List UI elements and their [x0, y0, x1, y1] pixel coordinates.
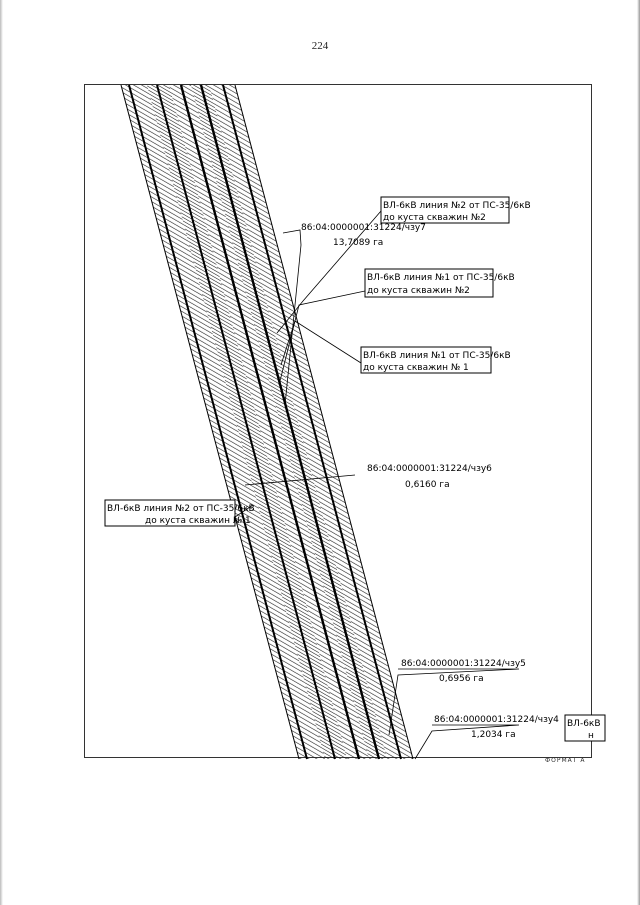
plot-area-chzu5: 0,6956 га [439, 674, 484, 684]
plot-area-chzu6: 0,6160 га [405, 480, 450, 490]
line-label-1-text-1: ВЛ-6кВ линия №2 от ПС-35/6кВ [383, 201, 531, 211]
page-number: 224 [311, 40, 329, 52]
line-label-5: ВЛ-6кВ н [564, 714, 606, 742]
plot-label-chzu7: 86:04:0000001:31224/чзу7 13,7089 га [301, 223, 426, 248]
line-label-4-box [104, 499, 236, 527]
line-label-3-text-1: ВЛ-6кВ линия №1 от ПС-35/6кВ [363, 351, 511, 361]
corridor-edge-left [120, 84, 300, 760]
plot-area-chzu4: 1,2034 га [471, 730, 516, 740]
line-label-2-text-2: до куста скважин №2 [367, 286, 470, 296]
map-frame: ВЛ-6кВ линия №2 от ПС-35/6кВ до куста ск… [84, 84, 606, 760]
line-label-5-text-1: ВЛ-6кВ [567, 719, 601, 729]
corridor-band [120, 84, 414, 760]
plot-id-chzu4: 86:04:0000001:31224/чзу4 [434, 715, 559, 725]
line-label-2-box [364, 268, 494, 298]
corridor-edge-right [234, 84, 414, 760]
plot-id-chzu7: 86:04:0000001:31224/чзу7 [301, 223, 426, 233]
leader-line-plot-7 [282, 229, 302, 406]
plot-area-chzu7: 13,7089 га [333, 238, 383, 248]
line-label-5-text-2: н [588, 731, 594, 741]
line-label-2: ВЛ-6кВ линия №1 от ПС-35/6кВ до куста ск… [364, 268, 515, 298]
power-line-1 [128, 84, 308, 760]
leader-line-label-1 [276, 210, 382, 334]
corridor-strip-outer-left [121, 85, 325, 759]
line-label-3-box [360, 346, 492, 374]
plot-label-chzu4: 86:04:0000001:31224/чзу4 1,2034 га [434, 715, 559, 740]
line-label-4-text-2: до куста скважин № 1 [145, 516, 251, 526]
leader-line-label-4 [234, 504, 254, 518]
line-label-3-text-2: до куста скважин № 1 [363, 363, 469, 373]
plot-label-chzu5: 86:04:0000001:31224/чзу5 0,6956 га [401, 659, 526, 684]
leader-line-plot-5 [388, 668, 520, 736]
format-stamp: ФОРМАТ А [545, 757, 586, 764]
power-line-3 [179, 84, 361, 760]
power-line-5 [222, 84, 402, 760]
line-label-1: ВЛ-6кВ линия №2 от ПС-35/6кВ до куста ск… [380, 196, 531, 224]
leader-lines [234, 210, 520, 760]
line-label-4: ВЛ-6кВ линия №2 от ПС-35/6кВ до куста ск… [104, 499, 255, 527]
leader-line-label-3 [280, 320, 362, 366]
line-label-1-box [380, 196, 510, 224]
scan-edge-left [0, 0, 3, 905]
line-label-5-box [564, 714, 606, 742]
power-line-2 [156, 84, 336, 760]
plot-id-chzu5: 86:04:0000001:31224/чзу5 [401, 659, 526, 669]
line-label-1-text-2: до куста скважин №2 [383, 213, 486, 223]
line-label-4-text-1: ВЛ-6кВ линия №2 от ПС-35/6кВ [107, 504, 255, 514]
leader-line-plot-6 [244, 474, 356, 486]
leader-line-plot-4 [414, 724, 520, 760]
line-label-2-text-1: ВЛ-6кВ линия №1 от ПС-35/6кВ [367, 273, 515, 283]
scan-edge-right [637, 0, 640, 905]
plot-id-chzu6: 86:04:0000001:31224/чзу6 [367, 464, 492, 474]
corridor-map: ВЛ-6кВ линия №2 от ПС-35/6кВ до куста ск… [104, 84, 606, 760]
plot-label-chzu6: 86:04:0000001:31224/чзу6 0,6160 га [367, 464, 492, 490]
leader-line-label-2 [278, 290, 366, 386]
power-line-4 [199, 84, 381, 760]
line-label-3: ВЛ-6кВ линия №1 от ПС-35/6кВ до куста ск… [360, 346, 511, 374]
